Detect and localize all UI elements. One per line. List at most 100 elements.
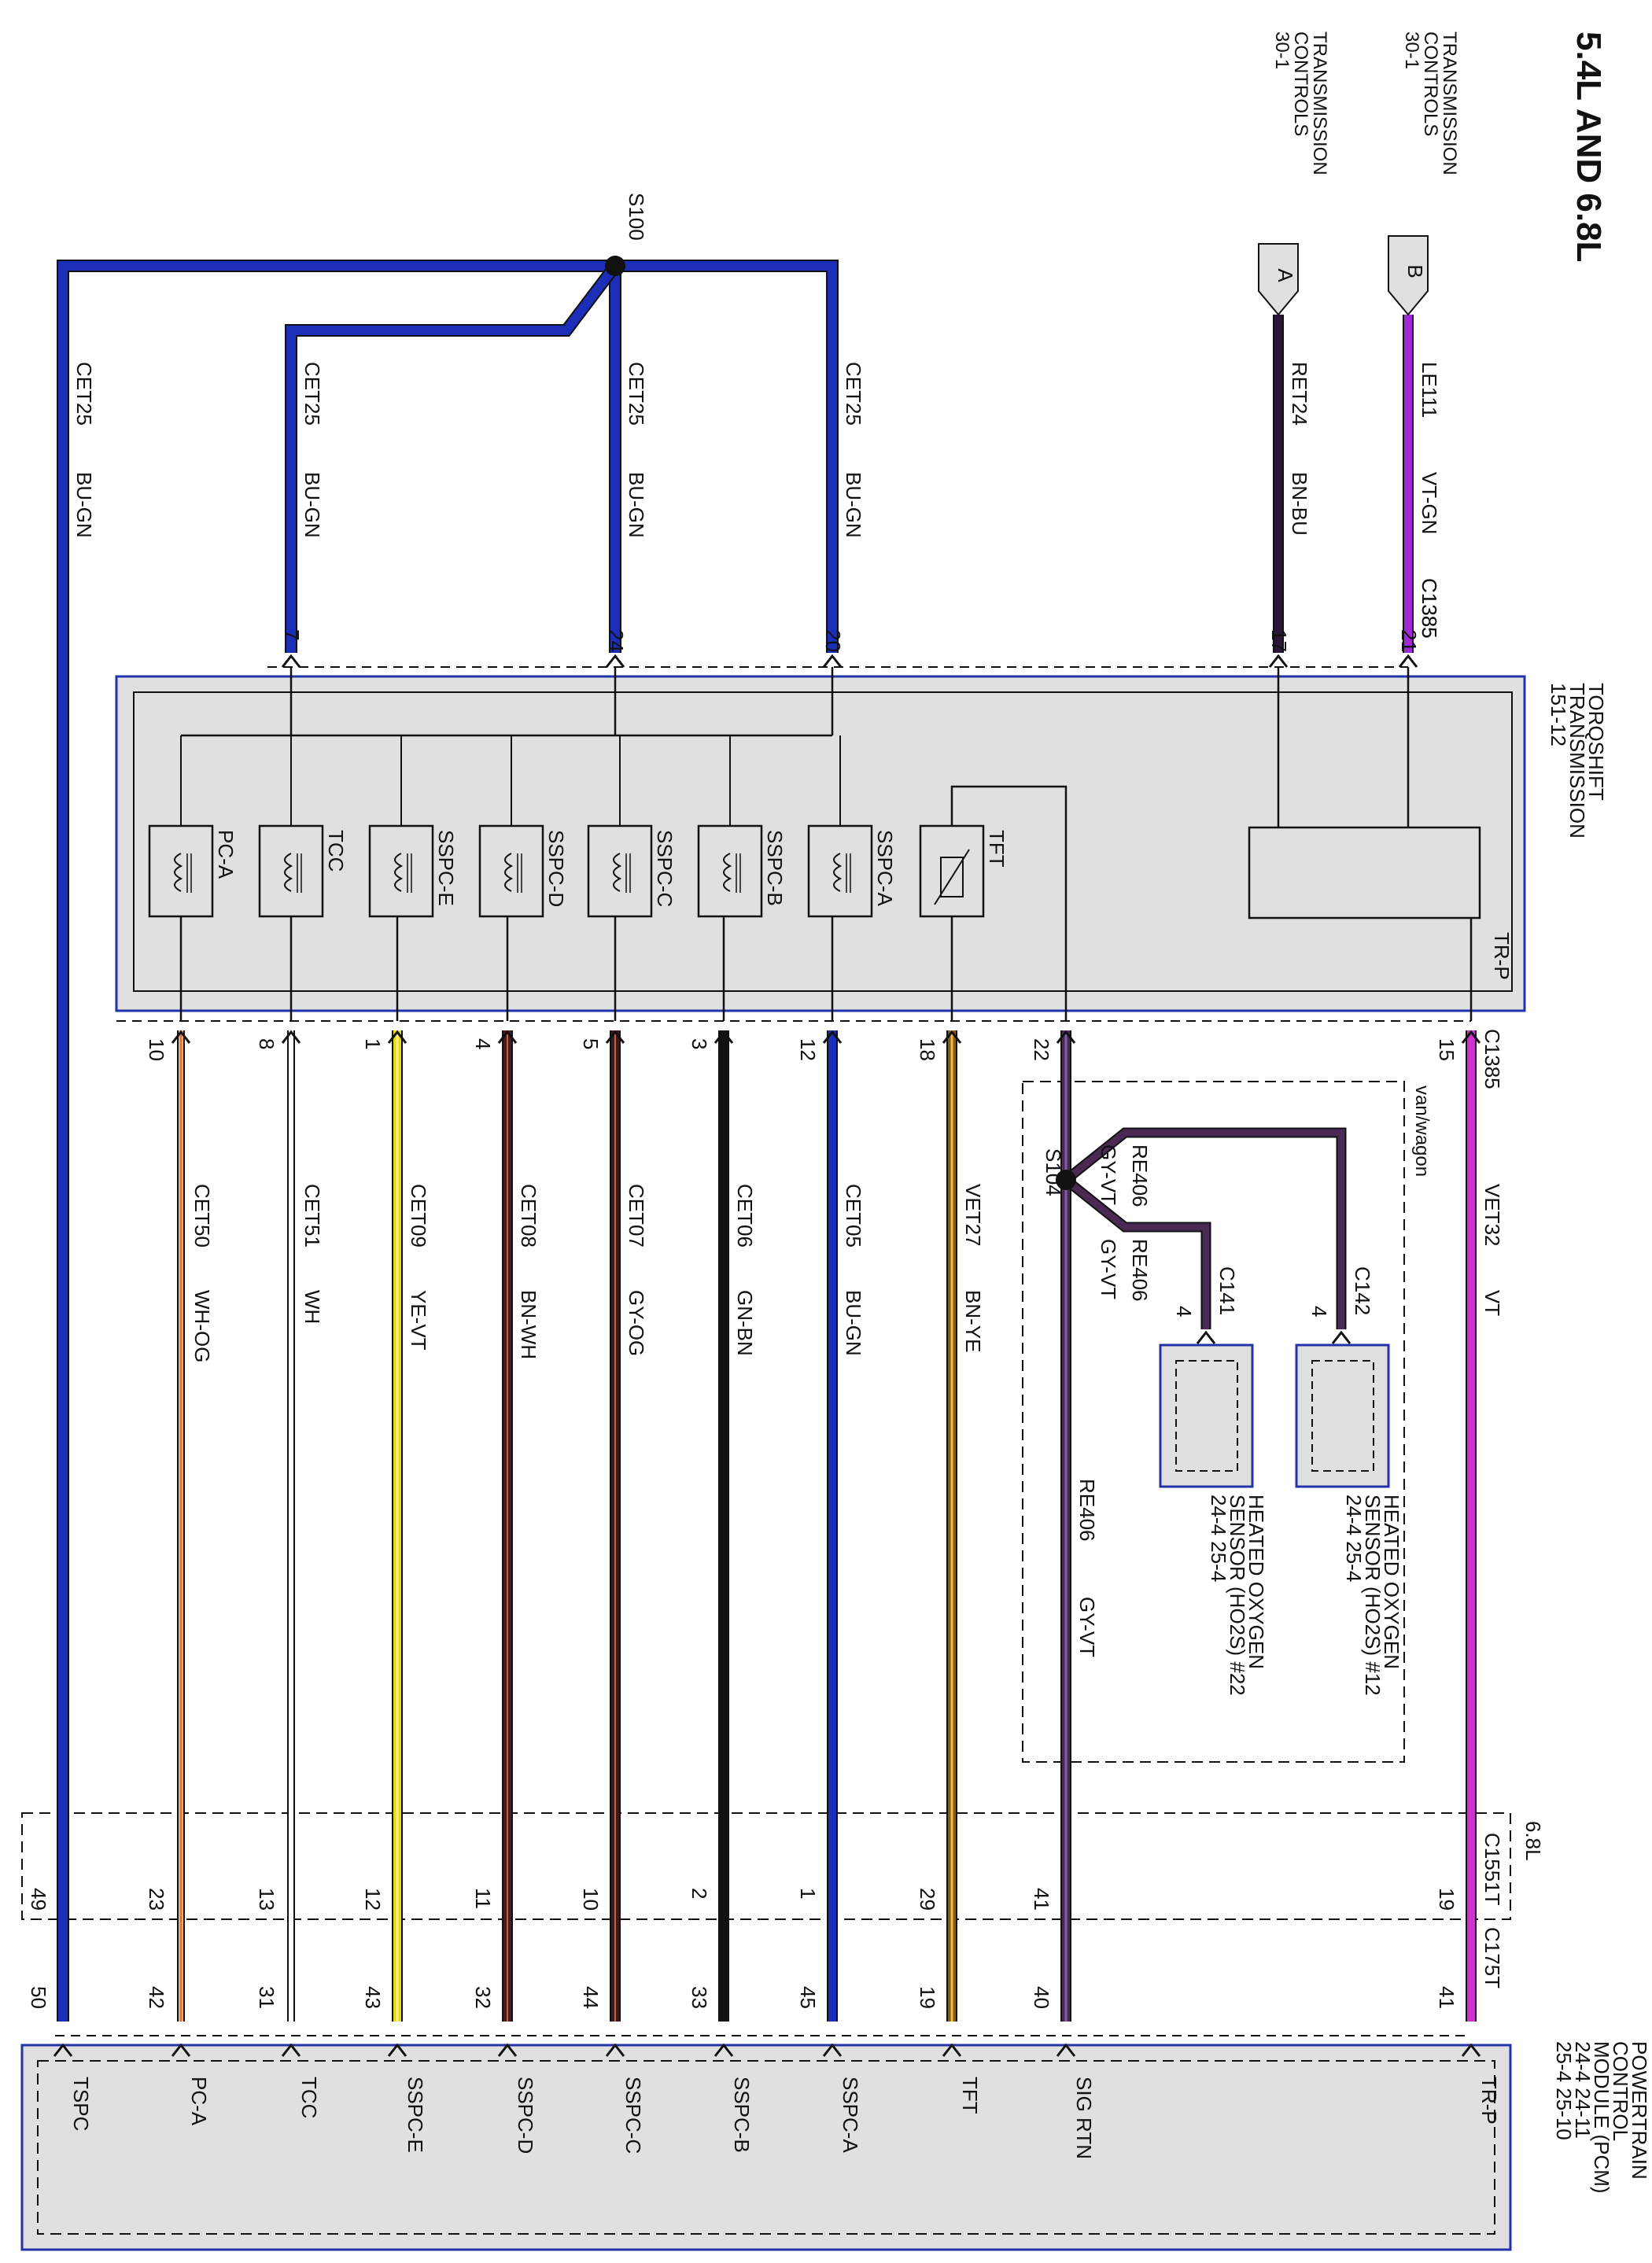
component-sspc-b-label: SSPC-B [763, 830, 787, 906]
pcm-label-line: 24-4 24-11 [1571, 2041, 1595, 2139]
page-title: 5.4L AND 6.8L [1569, 31, 1608, 262]
bottom-arrow-pcm [1056, 2043, 1076, 2057]
pcm-label-line: CONTROL [1609, 2041, 1632, 2141]
component-core [846, 853, 851, 893]
bottom-wire-circuit: CET06 [733, 1184, 757, 1248]
vanwagon-label: van/wagon [1411, 1085, 1433, 1177]
splice-s100-dot [605, 256, 625, 276]
bottom-arrow-pcm [387, 2043, 407, 2057]
component-core [297, 853, 302, 893]
bottom-arrow-pcm [942, 2043, 962, 2057]
ref-b-arrow-shape [1388, 235, 1429, 316]
bottom-wire-pin-pcm: 41 [1435, 1986, 1458, 2009]
bottom-wire-pin-pcm: 31 [255, 1986, 278, 2009]
bottom-wire-pin-c1551: 19 [1435, 1888, 1458, 1911]
component-sspc-c-label: SSPC-C [653, 830, 677, 907]
ho2s22-pin: 4 [1172, 1306, 1196, 1317]
pcm-pin-label: TSPC [69, 2077, 93, 2131]
ho2s-22-inner [1175, 1360, 1238, 1472]
transmission-label-line: TORQSHIFT [1584, 683, 1608, 801]
bottom-arrow-trans [1461, 1030, 1481, 1044]
top-wire-color: BU-GN [72, 472, 96, 538]
ref-a-label-line: 30-1 [1271, 31, 1292, 69]
ho2s-22-box [1159, 1343, 1254, 1488]
component-core [517, 853, 522, 893]
tr-p-sensor-block [1248, 826, 1481, 920]
connector-c141: C141 [1215, 1266, 1239, 1315]
bottom-wire-color: BN-YE [961, 1290, 985, 1352]
component-core [625, 853, 631, 893]
ho2s-12-inner [1311, 1360, 1374, 1472]
bottom-wire-pin-c1551: 49 [27, 1888, 50, 1911]
bottom-wire-circuit: CET07 [625, 1184, 648, 1248]
ho2s12-label-line: SENSOR (HO2S) #12 [1361, 1495, 1385, 1696]
component-tft-box [919, 824, 985, 918]
top-wire-color: BU-GN [842, 472, 865, 538]
wire-cet25-main [58, 261, 837, 2022]
top-wire-circuit: RET24 [1288, 362, 1311, 426]
connector-c142: C142 [1351, 1266, 1374, 1315]
bottom-wire-circuit: CET50 [190, 1184, 214, 1248]
transmission-label-line: 151-12 [1547, 683, 1570, 746]
bottom-wire-pin-trans: 8 [255, 1038, 278, 1049]
bottom-arrow-pcm [605, 2043, 625, 2057]
top-wire-arrow [1268, 654, 1289, 668]
tft-thermistor [940, 857, 964, 897]
bottom-wire-pin-pcm: 42 [145, 1986, 168, 2009]
ref-a-label-line: CONTROLS [1290, 31, 1311, 136]
component-sspc-d-box [478, 824, 544, 918]
top-wire-circuit: CET25 [625, 362, 648, 426]
component-tft-label: TFT [985, 830, 1009, 868]
pcm-pin-label: SSPC-D [514, 2077, 537, 2154]
top-wire-pin: 17 [1267, 629, 1291, 652]
tr-p-label: TR-P [1490, 932, 1514, 980]
top-wires: LE111VT-GN21C1385RET24BN-BU17CET25BU-GN2… [57, 260, 1441, 2022]
top-wire-pin: 21 [1397, 629, 1421, 652]
bottom-wire-pin-trans: 5 [579, 1038, 603, 1049]
bottom-arrow-trans [281, 1030, 301, 1044]
bottom-arrow-trans [497, 1030, 518, 1044]
ref-a-arrow-shape [1258, 243, 1299, 316]
ho2s22-label-line: 24-4 25-4 [1207, 1495, 1230, 1582]
branch-1-circuit: RE406 [1128, 1144, 1152, 1207]
bottom-wire-pin-c1551: 2 [688, 1888, 711, 1899]
bottom-wire-pin-trans: 4 [471, 1038, 495, 1049]
pcm-pin-label: TR-P [1477, 2077, 1501, 2125]
component-coil [613, 853, 622, 892]
connector-c1385-top: C1385 [1418, 578, 1441, 639]
connector-c1551t: C1551T [1481, 1833, 1504, 1906]
component-sspc-e-label: SSPC-E [434, 830, 458, 906]
component-sspc-a-box [807, 824, 873, 918]
pcm-pin-label: SSPC-E [404, 2077, 427, 2153]
top-wire-circuit: CET25 [72, 362, 96, 426]
bottom-wire-circuit: VET27 [961, 1184, 985, 1247]
bottom-wire-pin-trans: 12 [796, 1038, 820, 1061]
component-coil [833, 853, 843, 892]
pcm-label-line: POWERTRAIN [1628, 2041, 1651, 2180]
component-pc-a-box [148, 824, 214, 918]
bottom-wire-pin-pcm: 32 [471, 1986, 495, 2009]
splice-s100-label: S100 [625, 193, 648, 241]
bottom-wire-pin-pcm: 33 [688, 1986, 711, 2009]
transmission-label-line: TRANSMISSION [1565, 683, 1589, 838]
top-wire-arrow [281, 654, 301, 668]
ho2s22-arrow [1196, 1330, 1216, 1344]
bottom-wire-circuit: CET51 [301, 1184, 324, 1248]
pcm-label-line: 25-4 25-10 [1552, 2041, 1576, 2140]
bottom-wire-circuit: RE406 [1075, 1479, 1099, 1542]
bottom-wire-color: GN-BN [733, 1290, 757, 1356]
bottom-wire-pin-c1551: 1 [796, 1888, 820, 1899]
bottom-wire-color: GY-VT [1075, 1597, 1099, 1657]
component-sspc-d-label: SSPC-D [544, 830, 568, 907]
component-core [407, 853, 412, 893]
bottom-arrow-pcm [53, 2043, 73, 2057]
top-wire-connector: C1385 [1418, 578, 1441, 639]
bottom-wire-pin-trans: 1 [361, 1038, 385, 1049]
bottom-wire-pin-pcm: 50 [27, 1986, 50, 2009]
ho2s12-label-line: HEATED OXYGEN [1380, 1495, 1403, 1669]
component-sspc-a-label: SSPC-A [873, 830, 897, 906]
labels: 5.4L AND 6.8LTRANSMISSIONCONTROLS30-1TRA… [625, 31, 1651, 2194]
pcm-pin-label: SSPC-A [839, 2077, 862, 2153]
option-6-8l-dashed-box [21, 1812, 1511, 1920]
